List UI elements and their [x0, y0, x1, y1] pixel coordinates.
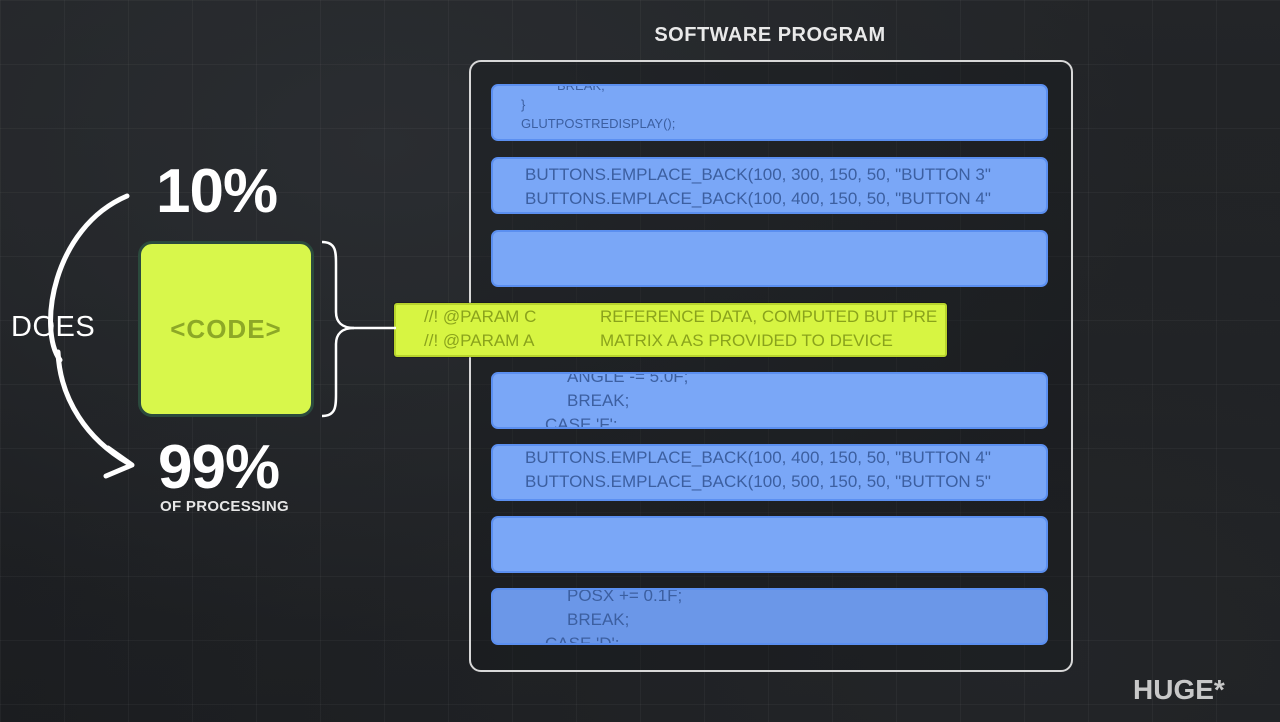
code-line: BUTTONS.EMPLACE_BACK(100, 500, 150, 50, … [525, 472, 991, 491]
code-line: POSX += 0.1F; [567, 588, 683, 605]
snippet-text: MATRIX A AS PROVIDED TO DEVICE [600, 331, 893, 350]
code-line: BUTTONS.EMPLACE_BACK(100, 300, 150, 50, … [525, 165, 991, 184]
brand-logo: HUGE* [1133, 674, 1225, 705]
percent-processing: 99% [158, 433, 280, 502]
code-block: BREAK; } GLUTPOSTREDISPLAY(); [491, 84, 1048, 141]
code-line: GLUTPOSTREDISPLAY(); [521, 116, 676, 131]
code-line: BREAK; [567, 610, 630, 629]
code-block [491, 516, 1048, 573]
code-line: ANGLE -= 5.0F; [567, 372, 689, 386]
program-title: SOFTWARE PROGRAM [654, 24, 886, 46]
snippet-text: REFERENCE DATA, COMPUTED BUT PRE [600, 307, 938, 326]
snippet-tag: //! @PARAM C [424, 307, 537, 326]
code-line: CASE 'D': [545, 634, 620, 645]
highlighted-code-snippet: //! @PARAM C REFERENCE DATA, COMPUTED BU… [394, 303, 947, 357]
code-line: BUTTONS.EMPLACE_BACK(100, 400, 150, 50, … [525, 189, 991, 208]
code-block [491, 230, 1048, 287]
code-line: BREAK; [557, 84, 605, 93]
snippet-tag: //! @PARAM A [424, 331, 535, 350]
code-block: BUTTONS.EMPLACE_BACK(100, 300, 150, 50, … [491, 157, 1048, 214]
code-block: POSX += 0.1F; BREAK; CASE 'D': [491, 588, 1048, 645]
code-line: BREAK; [567, 391, 630, 410]
code-box: <CODE> [138, 241, 314, 417]
code-block: ANGLE -= 5.0F; BREAK; CASE 'F': [491, 372, 1048, 429]
code-line: BUTTONS.EMPLACE_BACK(100, 400, 150, 50, … [525, 448, 991, 467]
does-label: DOES [11, 311, 96, 343]
code-line: } [521, 97, 526, 112]
code-label: <CODE> [170, 313, 282, 344]
processing-caption: OF PROCESSING [160, 498, 289, 515]
code-block: BUTTONS.EMPLACE_BACK(100, 400, 150, 50, … [491, 444, 1048, 501]
code-line: CASE 'F': [545, 415, 618, 429]
percent-code: 10% [156, 157, 278, 226]
